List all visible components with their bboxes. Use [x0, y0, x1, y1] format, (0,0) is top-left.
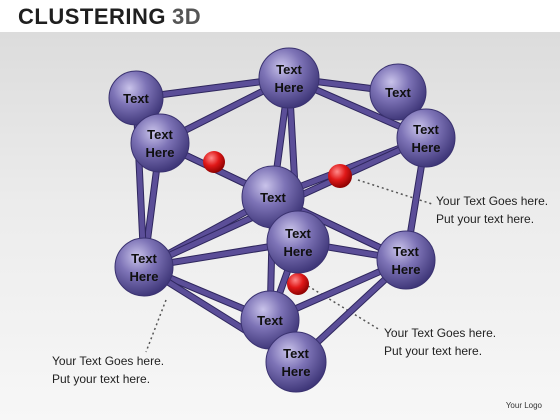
node-tl: Text: [108, 70, 164, 126]
marker-spheres: [203, 151, 352, 295]
node-label: Here: [392, 262, 421, 277]
node-label: Here: [146, 145, 175, 160]
node-label: Text: [413, 122, 439, 137]
callout-line-2: Put your text here.: [384, 344, 483, 358]
node-sphere: [108, 70, 164, 126]
node-sphere: [265, 331, 327, 393]
title-main: CLUSTERING: [18, 4, 166, 29]
node-tr: Text: [369, 63, 427, 121]
node-label: Here: [282, 364, 311, 379]
callout-lines: [145, 179, 433, 353]
node-sphere: [376, 230, 436, 290]
node-label: Here: [284, 244, 313, 259]
node-label: Text: [285, 226, 311, 241]
node-sphere: [369, 63, 427, 121]
callout-pointer-line: [307, 285, 381, 331]
node-label: Here: [130, 269, 159, 284]
node-sphere: [258, 47, 320, 109]
node-label: Text: [147, 127, 173, 142]
node-label: Text: [123, 91, 149, 106]
callout-left: Your Text Goes here. Put your text here.: [52, 352, 164, 388]
node-sphere: [396, 108, 456, 168]
red-marker-sphere: [203, 151, 225, 173]
callout-line-2: Put your text here.: [52, 372, 151, 386]
callout-line-1: Your Text Goes here.: [52, 354, 165, 368]
title-suffix: 3D: [172, 4, 202, 29]
node-label: Text: [385, 85, 411, 100]
callout-right-lower: Your Text Goes here. Put your text here.: [384, 324, 496, 360]
node-sphere: [130, 113, 190, 173]
logo-text: Your Logo: [505, 401, 542, 410]
node-label: Text: [257, 313, 283, 328]
node-sphere: [266, 210, 330, 274]
node-label: Here: [275, 80, 304, 95]
node-sphere: [114, 237, 174, 297]
callout-pointer-line: [145, 299, 167, 353]
callout-line-2: Put your text here.: [436, 212, 535, 226]
node-label: Here: [412, 140, 441, 155]
node-label: Text: [260, 190, 286, 205]
node-label: Text: [393, 244, 419, 259]
node-label: Text: [283, 346, 309, 361]
callout-line-1: Your Text Goes here.: [384, 326, 497, 340]
callout-right-upper: Your Text Goes here. Put your text here.: [436, 192, 548, 228]
callout-line-1: Your Text Goes here.: [436, 194, 549, 208]
red-marker-sphere: [287, 273, 309, 295]
red-marker-sphere: [328, 164, 352, 188]
node-label: Text: [276, 62, 302, 77]
node-label: Text: [131, 251, 157, 266]
